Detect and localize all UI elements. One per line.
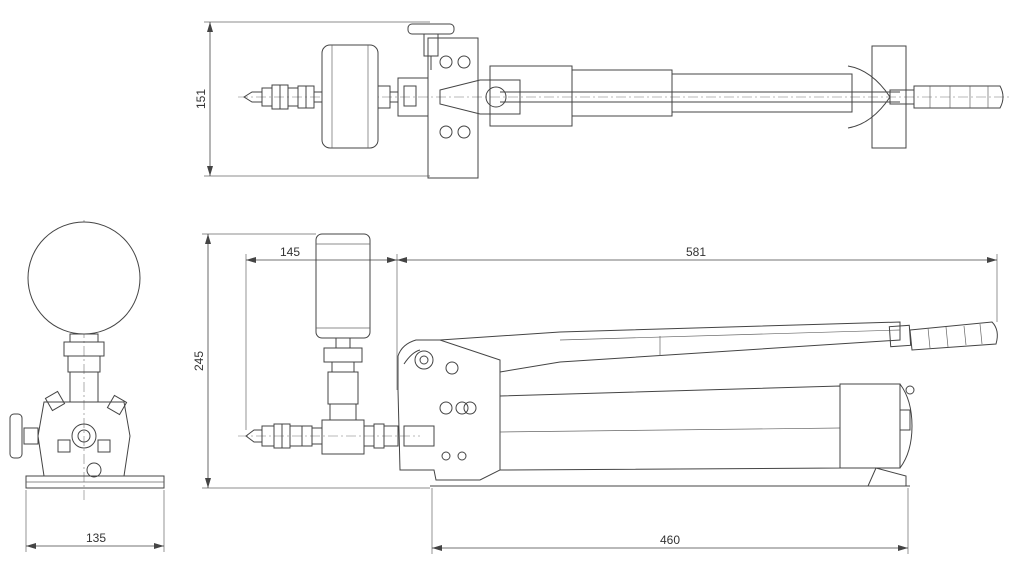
dimension-145: 145 bbox=[245, 245, 398, 430]
dimension-151: 151 bbox=[194, 21, 430, 177]
dimension-label-245: 245 bbox=[192, 351, 206, 371]
dimension-245: 245 bbox=[192, 233, 430, 489]
dimension-label-151: 151 bbox=[194, 89, 208, 109]
dimension-460: 460 bbox=[431, 488, 909, 554]
dimension-581: 581 bbox=[397, 245, 998, 322]
side-view bbox=[238, 233, 998, 487]
dimension-label-581: 581 bbox=[686, 245, 706, 259]
dimension-label-460: 460 bbox=[660, 533, 680, 547]
top-view bbox=[238, 23, 1010, 179]
dimension-label-145: 145 bbox=[280, 245, 300, 259]
dimension-135: 135 bbox=[25, 490, 165, 552]
front-view bbox=[9, 220, 165, 500]
dimension-label-135: 135 bbox=[86, 531, 106, 545]
